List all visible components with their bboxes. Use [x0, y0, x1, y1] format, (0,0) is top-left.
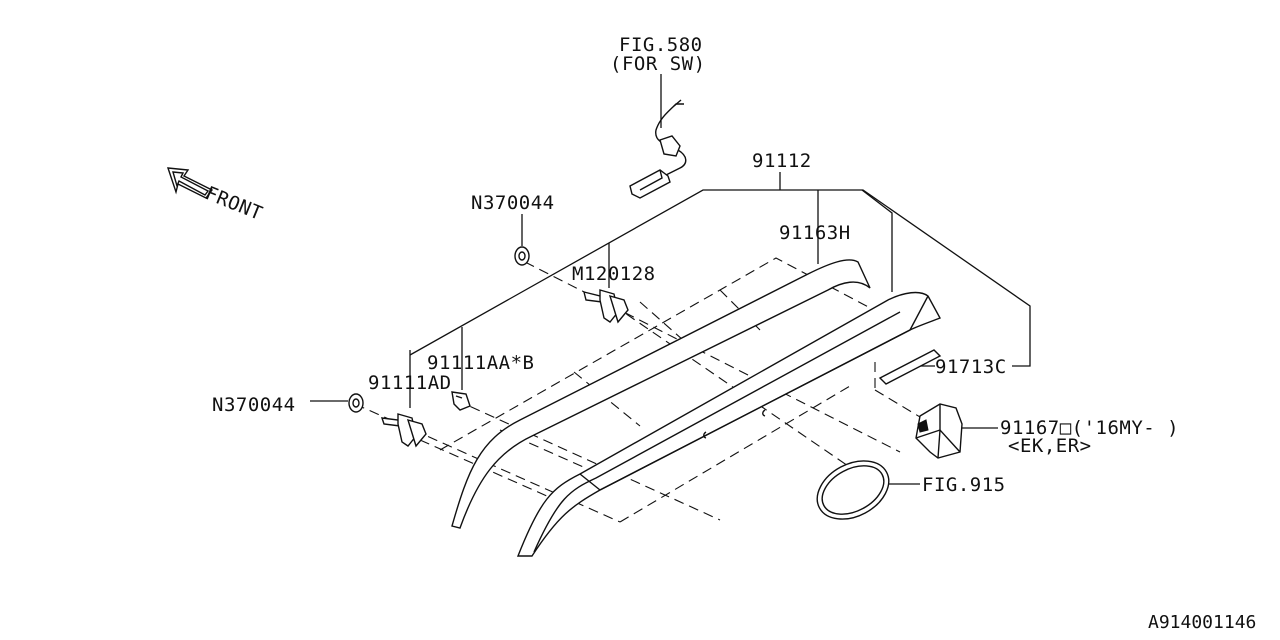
p91167-note: <EK,ER>	[1008, 435, 1092, 457]
fig580-label: FIG.580	[619, 34, 703, 56]
seal-strip-91713c	[878, 349, 942, 385]
grommet-91111aab	[451, 391, 471, 411]
garnish-strip-91163h	[451, 259, 871, 529]
fig580-note: (FOR SW)	[610, 53, 706, 75]
m120128-label: M120128	[572, 263, 656, 285]
bracket-91167	[915, 403, 963, 459]
p91163h-label: 91163H	[779, 222, 851, 244]
p91111aab-label: 91111AA*B	[427, 352, 534, 374]
lens-fig915	[816, 460, 890, 520]
wiring-harness	[629, 99, 687, 199]
leader-91112-main	[409, 189, 1031, 367]
p91713c-label: 91713C	[935, 356, 1007, 378]
p91112-label: 91112	[752, 150, 812, 172]
n370044-top-label: N370044	[471, 192, 555, 214]
p91111ad-label: 91111AD	[368, 372, 452, 394]
front-arrow-icon	[166, 167, 214, 199]
bolt-m120128	[583, 289, 629, 324]
p91167-label: 91167□('16MY- )	[1000, 417, 1179, 439]
nut-n370044-left	[348, 393, 364, 413]
nut-n370044-top	[514, 246, 530, 266]
front-label: FRONT	[202, 182, 266, 225]
fig915-label: FIG.915	[922, 474, 1006, 496]
bolt-91111ad	[380, 413, 427, 448]
rear-garnish-91112	[516, 291, 941, 557]
doc-id: A914001146	[1148, 612, 1256, 633]
n370044-left-label: N370044	[212, 394, 296, 416]
